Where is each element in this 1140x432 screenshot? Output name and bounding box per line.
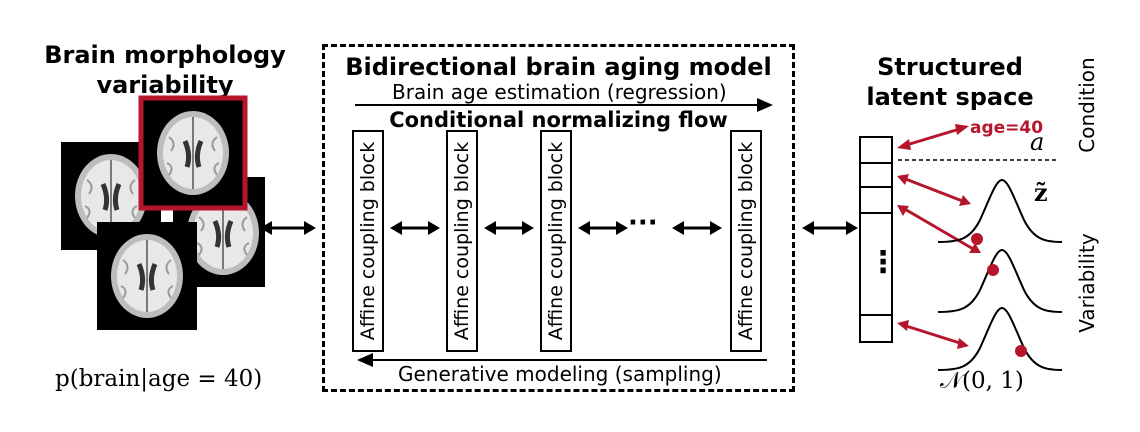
model-title: Bidirectional brain aging model bbox=[345, 53, 772, 81]
double-arrow-icon bbox=[802, 221, 858, 235]
regression-arrow-icon bbox=[355, 98, 773, 112]
sampling-label: Generative modeling (sampling) bbox=[398, 362, 722, 386]
latent-symbol: z̃ bbox=[1034, 178, 1048, 207]
gaussian-curve-2 bbox=[938, 248, 1063, 313]
double-arrow-icon bbox=[578, 221, 628, 235]
gaussian-curves bbox=[938, 178, 1063, 371]
distribution-label: 𝒩(0, 1) bbox=[940, 368, 1024, 394]
latent-space-title-line1: Structured bbox=[877, 53, 1023, 81]
coupling-block-1: Affine coupling block bbox=[352, 130, 384, 352]
double-arrow-icon bbox=[260, 221, 316, 235]
flow-title: Conditional normalizing flow bbox=[389, 108, 728, 132]
brain-morphology-title: Brain morphology variability bbox=[30, 40, 300, 100]
latent-space-title-line2: latent space bbox=[866, 83, 1034, 111]
vector-ellipsis: ⋮ bbox=[868, 245, 898, 280]
condition-symbol: a bbox=[1030, 128, 1045, 156]
condition-divider bbox=[898, 159, 1058, 161]
inner-arrows bbox=[390, 221, 722, 235]
coupling-block-3-label: Affine coupling block bbox=[545, 141, 567, 341]
coupling-block-2: Affine coupling block bbox=[446, 130, 478, 352]
blocks-ellipsis: ··· bbox=[628, 208, 658, 238]
latent-arrows bbox=[897, 124, 981, 349]
double-arrow-icon bbox=[484, 221, 534, 235]
coupling-block-2-label: Affine coupling block bbox=[451, 141, 473, 341]
left-formula: p(brain|age = 40) bbox=[55, 366, 263, 392]
condition-label: Condition bbox=[1075, 57, 1099, 153]
sampling-arrow-icon bbox=[357, 353, 767, 367]
double-arrow-icon bbox=[672, 221, 722, 235]
coupling-block-4: Affine coupling block bbox=[730, 130, 762, 352]
brain-morphology-title-line1: Brain morphology bbox=[44, 41, 286, 69]
double-arrow-icon bbox=[390, 221, 440, 235]
sample-point-1 bbox=[971, 233, 983, 245]
coupling-block-3: Affine coupling block bbox=[540, 130, 572, 352]
gaussian-curve-1 bbox=[938, 178, 1063, 243]
sample-point-3 bbox=[1015, 345, 1027, 357]
brain-morphology-title-line2: variability bbox=[96, 71, 234, 99]
coupling-block-1-label: Affine coupling block bbox=[357, 141, 379, 341]
sample-point-2 bbox=[987, 264, 999, 276]
model-box bbox=[322, 44, 795, 392]
variability-label: Variability bbox=[1075, 233, 1099, 333]
latent-vector bbox=[859, 136, 893, 343]
gaussian-curve-3 bbox=[938, 306, 1063, 371]
latent-space-title: Structured latent space bbox=[830, 52, 1070, 112]
age-label: age=40 bbox=[970, 118, 1044, 138]
coupling-block-4-label: Affine coupling block bbox=[735, 141, 757, 341]
regression-label: Brain age estimation (regression) bbox=[392, 80, 727, 104]
brain-images-stack bbox=[61, 95, 265, 330]
